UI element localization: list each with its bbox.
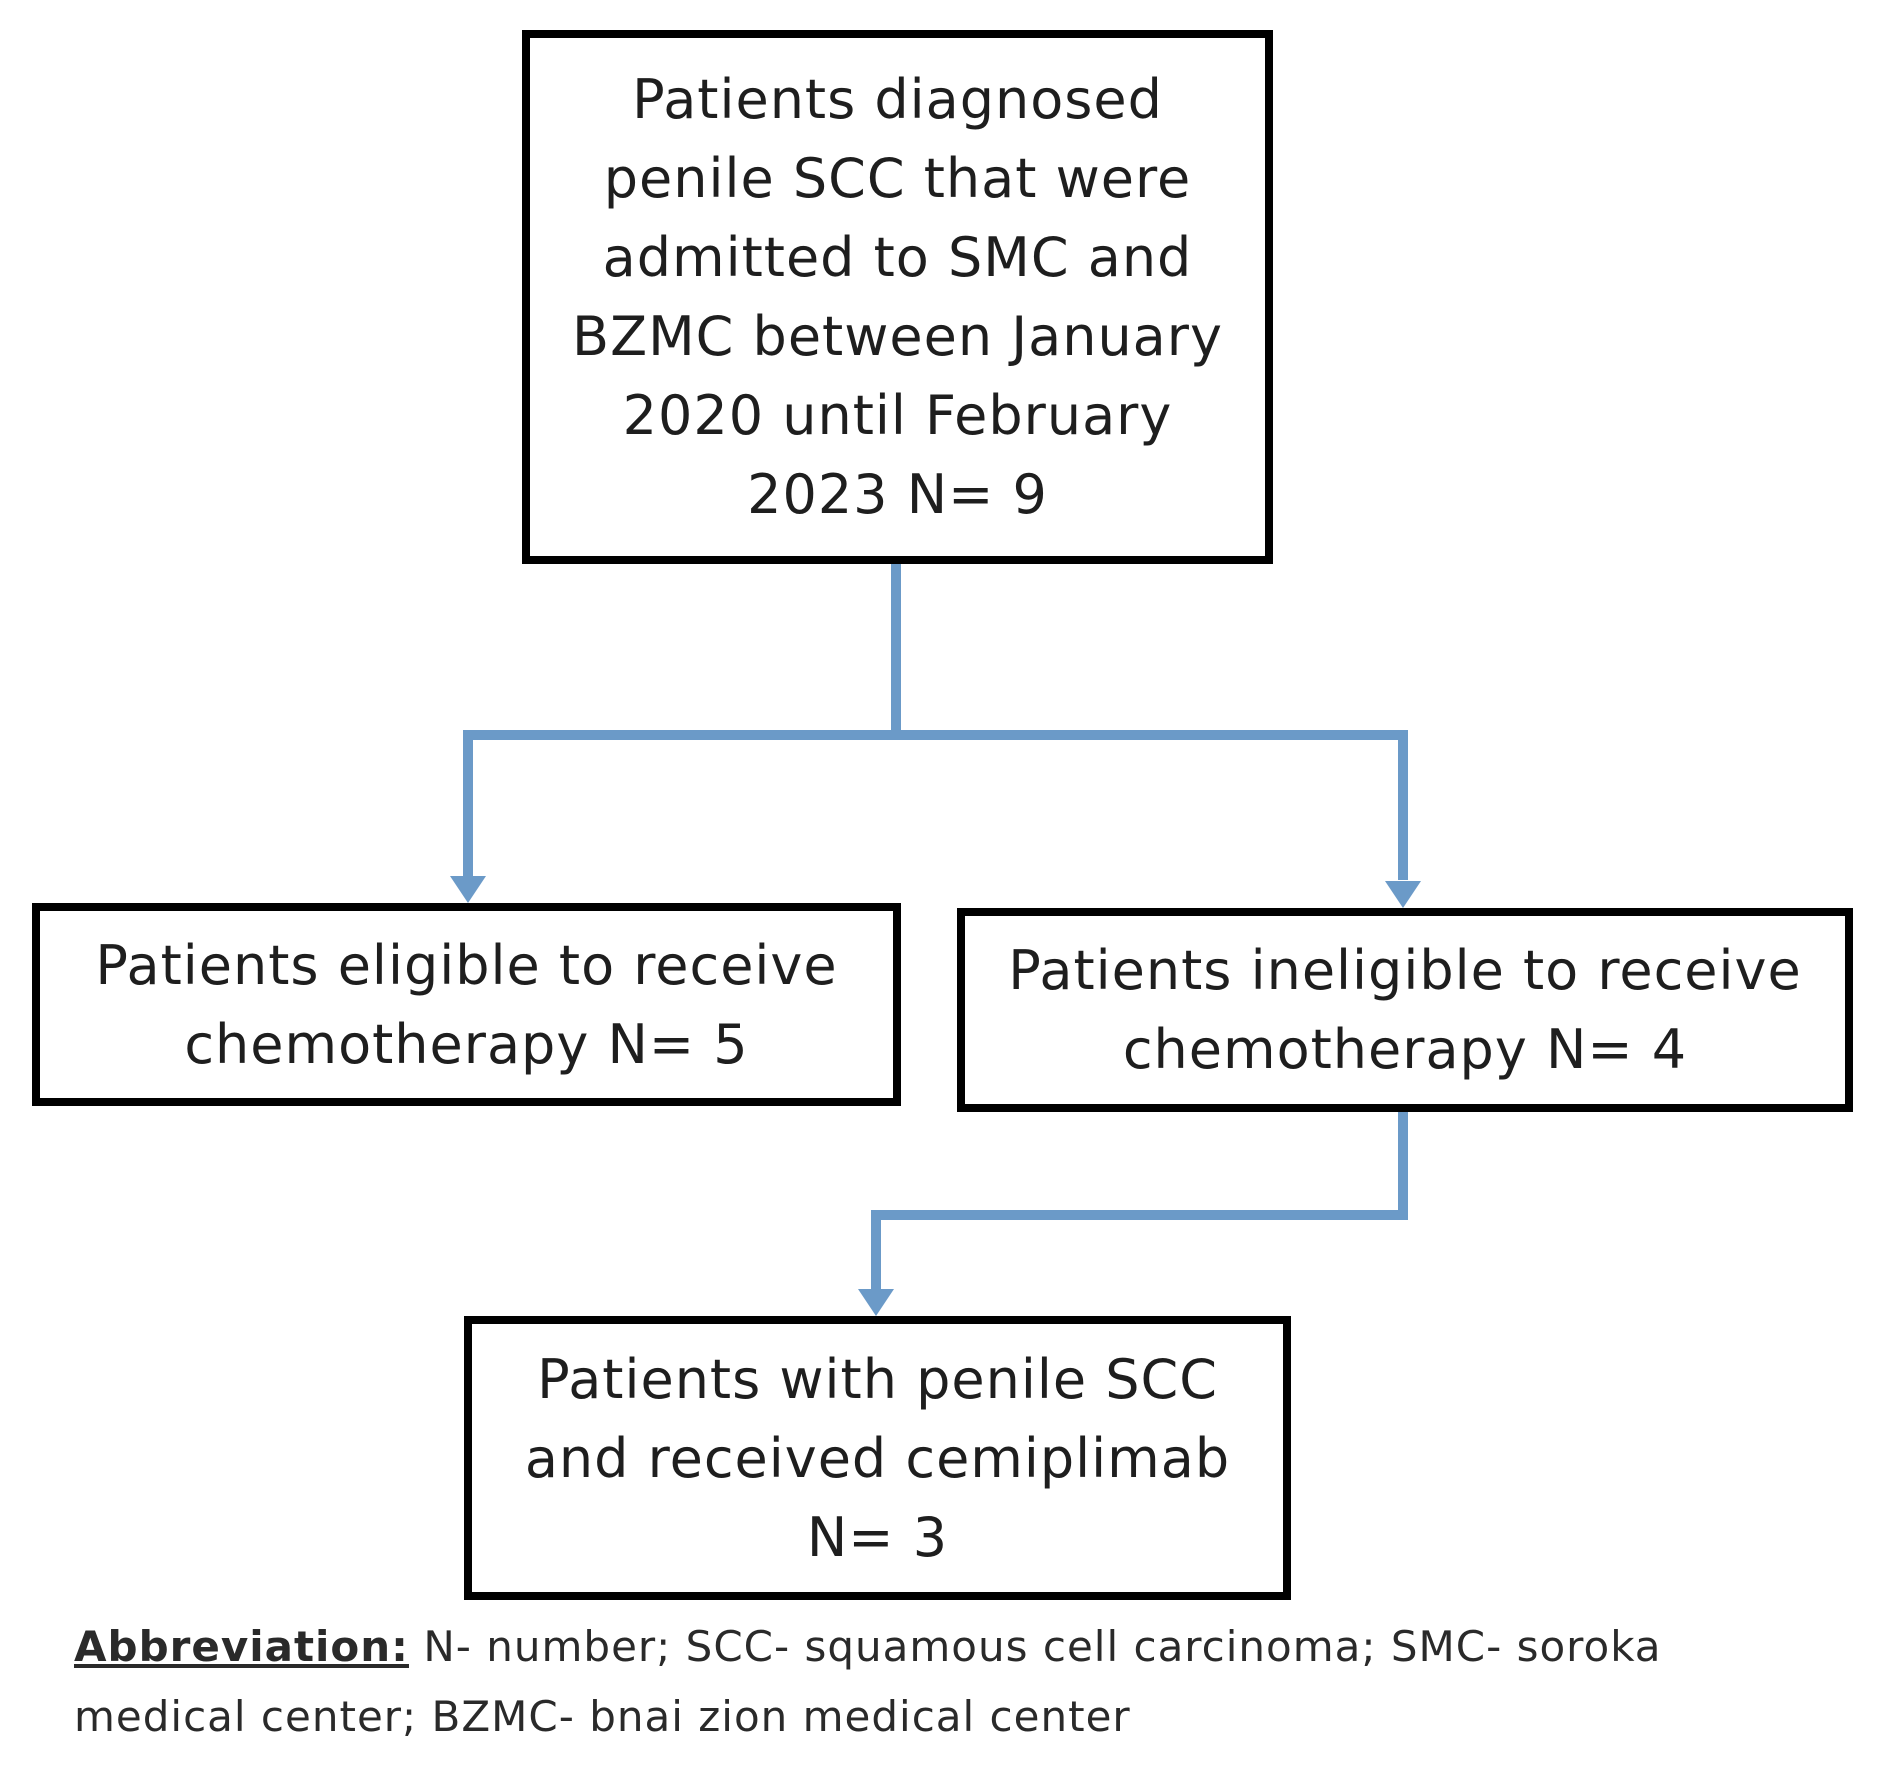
- box-eligible-chemotherapy: Patients eligible to receive chemotherap…: [32, 903, 901, 1106]
- box-diagnosed-patients: Patients diagnosed penile SCC that were …: [522, 30, 1273, 564]
- abbreviation-label: Abbreviation:: [74, 1622, 409, 1671]
- arrowhead-ineligible-icon: [1385, 881, 1421, 908]
- box-ineligible-chemotherapy-text: Patients ineligible to receive chemother…: [1008, 939, 1802, 1081]
- connector-split-to-ineligible: [896, 730, 1408, 880]
- box-diagnosed-patients-text: Patients diagnosed penile SCC that were …: [572, 68, 1223, 526]
- arrowhead-eligible-icon: [450, 876, 486, 903]
- box-received-cemiplimab: Patients with penile SCC and received ce…: [464, 1316, 1291, 1600]
- abbreviation-footnote: Abbreviation: N- number; SCC- squamous c…: [74, 1612, 1774, 1752]
- box-eligible-chemotherapy-text: Patients eligible to receive chemotherap…: [95, 933, 838, 1076]
- arrowhead-cemiplimab-icon: [858, 1289, 894, 1316]
- connector-split-to-eligible: [463, 730, 896, 880]
- box-ineligible-chemotherapy: Patients ineligible to receive chemother…: [957, 908, 1853, 1112]
- connector-ineligible-to-cemiplimab: [871, 1110, 1408, 1290]
- box-received-cemiplimab-text: Patients with penile SCC and received ce…: [524, 1347, 1231, 1569]
- abbreviation-text: N- number; SCC- squamous cell carcinoma;…: [74, 1622, 1662, 1741]
